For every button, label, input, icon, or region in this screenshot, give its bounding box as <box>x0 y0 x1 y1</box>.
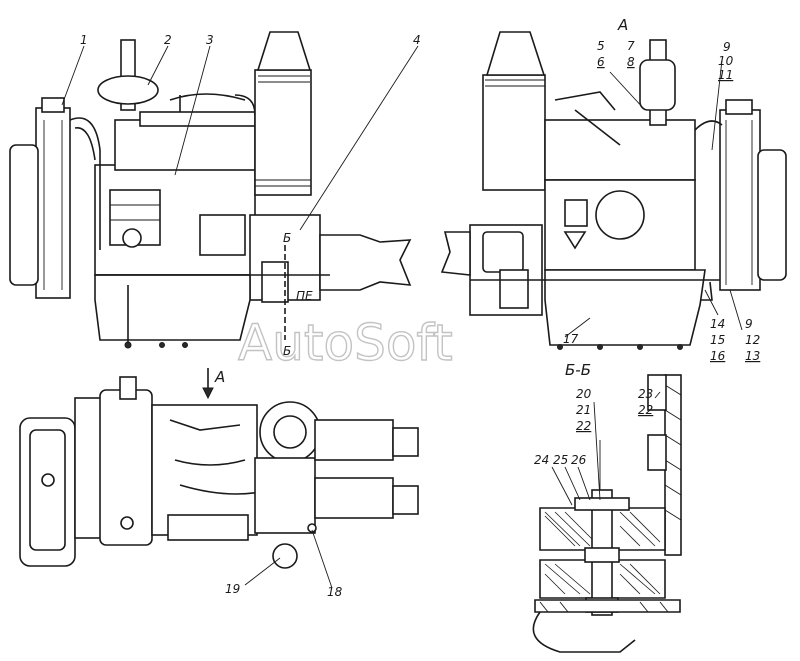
callout-6: 6 <box>597 55 605 69</box>
callout-13: 13 <box>745 349 760 363</box>
radiator-right <box>719 109 761 291</box>
radiator-cap <box>41 97 65 113</box>
callout-21: 21 <box>576 403 591 417</box>
oil-filter <box>595 190 645 240</box>
radiator <box>35 107 71 299</box>
air-filter-body-right <box>482 74 546 191</box>
muffler <box>639 59 676 111</box>
radiator-core-top <box>74 397 104 539</box>
spacer <box>584 547 620 563</box>
shaft-top-1 <box>314 419 394 461</box>
watermark: AutoSoft <box>238 314 453 372</box>
callout-11: 11 <box>718 68 733 82</box>
starter <box>199 214 246 256</box>
callout-24: 24 <box>534 453 549 467</box>
section-bb: Б-Б <box>532 361 682 653</box>
top-view: A <box>19 368 419 569</box>
right-side-view: A <box>440 16 787 350</box>
callout-12: 12 <box>745 333 760 347</box>
washer <box>574 497 630 511</box>
dim-mark: ПЕ <box>296 289 313 303</box>
air-filter-body <box>254 69 312 196</box>
engine-block-top <box>151 404 258 536</box>
callout-1: 1 <box>80 33 88 47</box>
callout-17: 17 <box>563 332 579 346</box>
output-shaft <box>319 234 412 291</box>
fan-shroud-right <box>757 149 787 281</box>
air-filter-cap <box>256 31 312 71</box>
callout-26: 26 <box>571 453 587 467</box>
starter-top <box>167 514 249 541</box>
callout-7: 7 <box>627 39 635 53</box>
callout-22b: 22 <box>638 403 653 417</box>
flywheel-housing-top <box>254 457 316 534</box>
view-a-label: A <box>617 16 628 34</box>
mount-pad-top <box>272 543 298 569</box>
callout-labels: 1 2 3 4 5 6 7 8 9 10 11 14 15 16 9 12 13… <box>80 33 760 599</box>
callout-14: 14 <box>710 317 725 331</box>
callout-19: 19 <box>225 582 240 596</box>
callout-22a: 22 <box>576 419 591 433</box>
callout-20: 20 <box>576 387 592 401</box>
upper-bolt-head <box>647 374 667 411</box>
callout-9a: 9 <box>723 40 731 54</box>
fan-shroud <box>9 144 39 286</box>
callout-9b: 9 <box>745 317 753 331</box>
oil-pan-right <box>544 269 706 346</box>
fuel-filter <box>564 199 588 227</box>
section-mark-b-upper: Б <box>283 231 291 245</box>
shaft-top-2 <box>314 477 394 519</box>
exhaust-top <box>119 376 137 400</box>
callout-15: 15 <box>710 333 725 347</box>
engine-mount-right <box>499 269 529 309</box>
cylinder-head-right <box>544 119 696 181</box>
cylinder-head <box>114 119 256 171</box>
callout-8: 8 <box>627 55 635 69</box>
section-bb-title: Б-Б <box>565 361 591 379</box>
callout-3: 3 <box>206 33 214 47</box>
callout-18: 18 <box>327 585 343 599</box>
callout-2: 2 <box>164 33 172 47</box>
pto-shaft <box>440 231 471 276</box>
valve-cover <box>139 111 256 127</box>
callout-5: 5 <box>597 39 605 53</box>
left-side-view: Б Б ПЕ <box>9 31 412 358</box>
air-precleaner <box>97 75 159 105</box>
callout-25: 25 <box>553 453 568 467</box>
section-mark-b-lower: Б <box>283 344 291 358</box>
leader-lines <box>61 45 743 589</box>
oil-pan <box>94 274 251 341</box>
callout-4: 4 <box>413 33 421 47</box>
callout-10: 10 <box>718 54 734 68</box>
arrow-a-label: A <box>214 368 225 386</box>
callout-23: 23 <box>638 387 653 401</box>
callout-16: 16 <box>710 349 726 363</box>
base-plate <box>534 599 681 613</box>
engine-mount <box>261 261 289 303</box>
air-filter-cap-right <box>485 31 546 76</box>
